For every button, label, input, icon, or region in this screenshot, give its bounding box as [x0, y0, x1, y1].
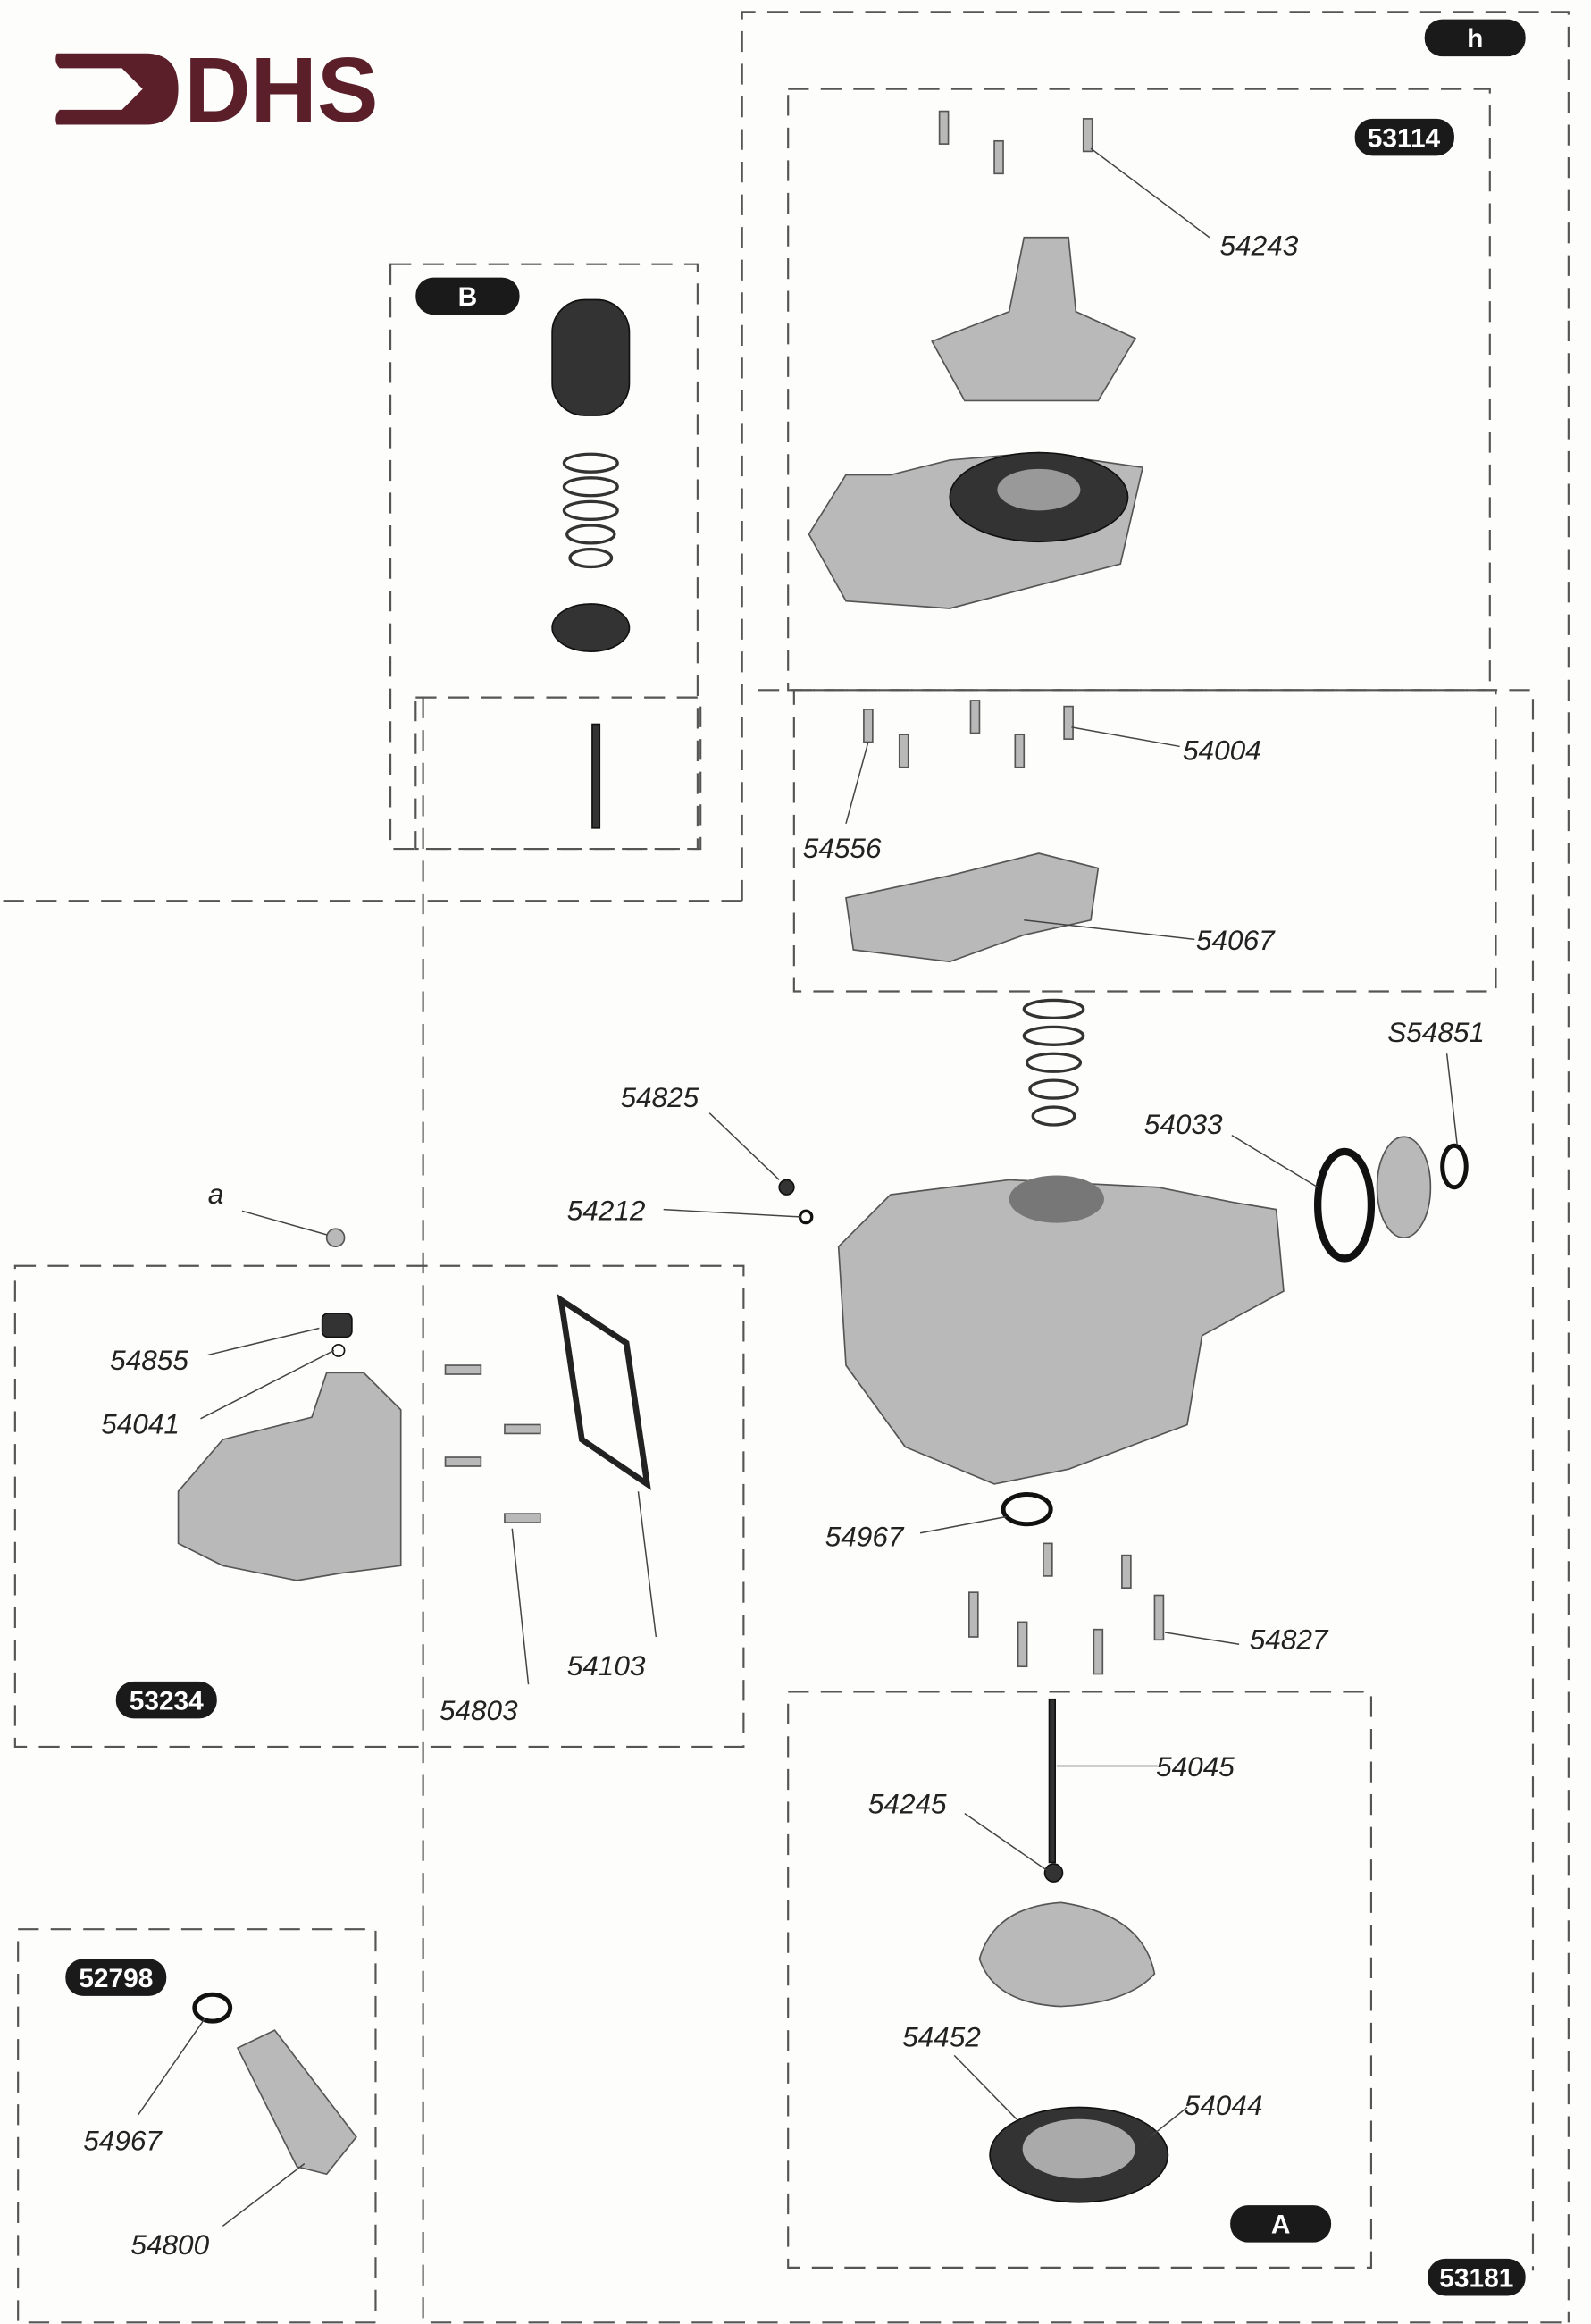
part-label: 54212: [567, 1194, 646, 1226]
part-label: 54452: [902, 2020, 981, 2052]
pin: [591, 723, 601, 829]
badge-a: A: [1230, 2205, 1332, 2243]
gasket-54103: [557, 1294, 651, 1490]
part-label: 54967: [825, 1521, 905, 1553]
actuator-cover: [931, 236, 1137, 402]
logo-text: DHS: [184, 38, 378, 141]
part-label: 54103: [567, 1649, 646, 1682]
cartridge-54800: [236, 2029, 357, 2176]
badge-52798: 52798: [65, 1959, 167, 1996]
part-label: 54803: [440, 1694, 518, 1726]
svg-text:B: B: [458, 282, 478, 312]
gasket: [845, 852, 1100, 963]
part-label: 54800: [130, 2228, 209, 2261]
part-label: 54004: [1183, 734, 1261, 766]
badge-53234: 53234: [115, 1681, 217, 1719]
part-label: 54044: [1185, 2089, 1263, 2121]
part-label: 54033: [1144, 1108, 1223, 1140]
svg-text:53181: 53181: [1439, 2263, 1513, 2293]
svg-text:52798: 52798: [79, 1964, 153, 1993]
main-valve-body: [837, 1179, 1285, 1485]
part-label: 54041: [101, 1407, 180, 1439]
cap: [551, 298, 631, 416]
part-label: 54245: [868, 1788, 947, 1820]
part-label: 54243: [1220, 230, 1299, 262]
part-number-labels: 54243 54004 54556 54067 S54851 54825 540…: [83, 230, 1485, 2261]
part-label: 54045: [1156, 1750, 1235, 1783]
badge-b: B: [415, 277, 520, 315]
nut: [1376, 1136, 1432, 1239]
part-label: 54855: [110, 1344, 188, 1376]
part-label: 54556: [803, 832, 882, 864]
svg-text:53114: 53114: [1368, 123, 1441, 153]
part-label: S54851: [1387, 1016, 1485, 1048]
part-label: 54067: [1196, 924, 1276, 956]
o-ring-54033: [1313, 1147, 1376, 1263]
badge-53114: 53114: [1354, 118, 1454, 156]
valve-disc: [551, 603, 631, 652]
spring-icon: [562, 452, 1085, 1127]
badge-53181: 53181: [1428, 2258, 1526, 2296]
svg-text:53234: 53234: [130, 1686, 204, 1716]
svg-text:h: h: [1467, 24, 1483, 54]
part-label: 54825: [621, 1081, 699, 1113]
part-label: 54827: [1250, 1623, 1329, 1655]
diaphragm-cover: [978, 1901, 1156, 2008]
part-label: a: [208, 1178, 224, 1210]
part-label: 54967: [83, 2125, 163, 2157]
part-drawings: [177, 110, 1469, 2203]
group-outlines: [0, 11, 1570, 2324]
actuator-53234: [177, 1372, 402, 1581]
screw-icons: [444, 110, 1165, 1675]
badge-h: h: [1424, 19, 1526, 57]
leader-lines: [138, 147, 1459, 2227]
svg-text:A: A: [1271, 2211, 1291, 2240]
dhs-logo: DHS: [55, 38, 379, 141]
